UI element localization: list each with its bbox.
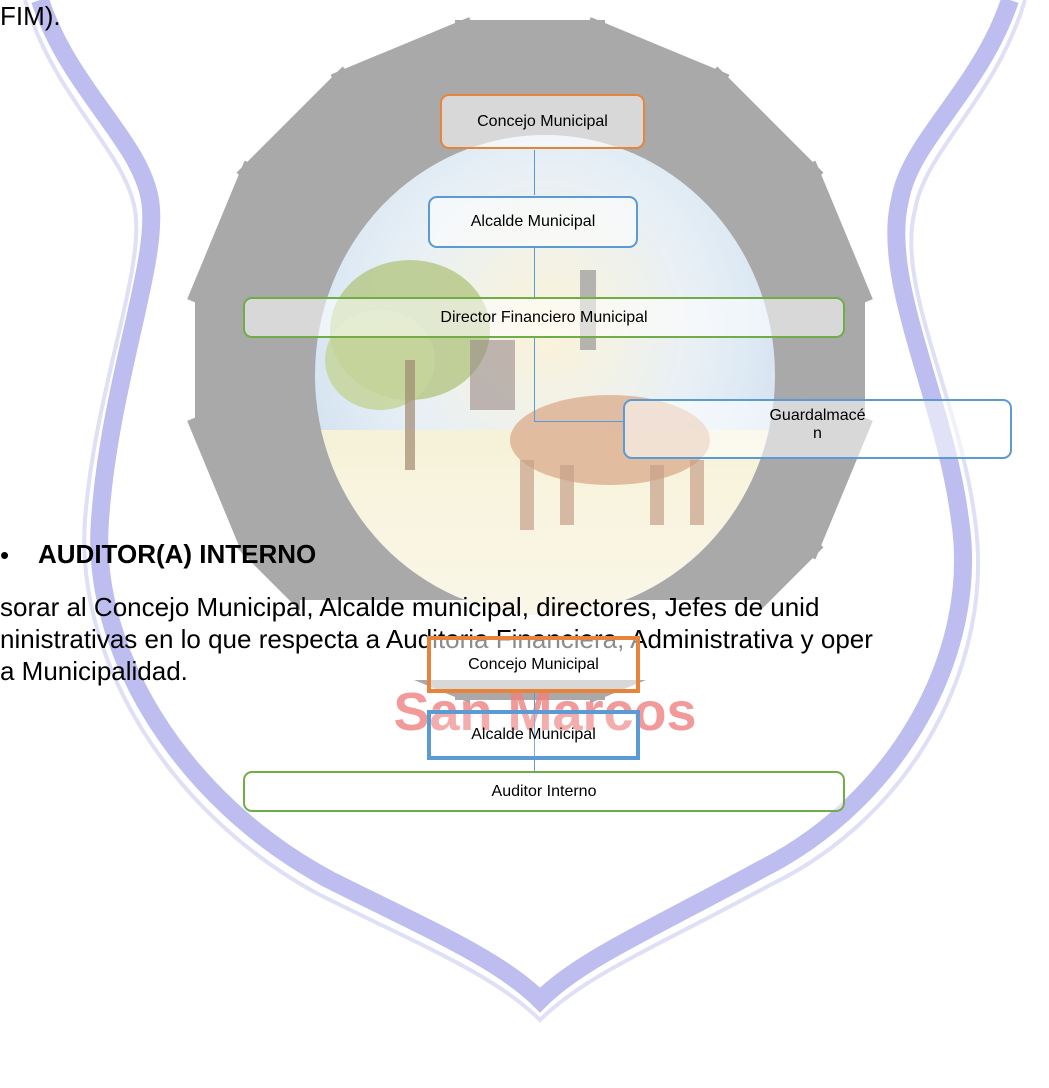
paragraph-line-1: sorar al Concejo Municipal, Alcalde muni… [0,592,820,622]
guardalmacen-box: Guardalmacé n [623,399,1012,459]
bullet: • [0,540,10,570]
section-heading: AUDITOR(A) INTERNO [38,539,317,569]
paragraph-line-3: a Municipalidad. [0,656,188,686]
shield-outline [31,0,1019,1013]
auditor-interno-box: Auditor Interno [243,771,845,812]
connector-line [534,421,624,422]
director-financiero-box: Director Financiero Municipal [243,297,845,338]
connector-line [534,247,535,297]
guardalmacen-label-line2: n [813,425,822,442]
alcalde-municipal-box: Alcalde Municipal [428,196,638,248]
connector-line [534,737,535,772]
connector-line [534,337,535,422]
concejo-municipal-box-2: Concejo Municipal [427,636,640,693]
connector-line [534,693,535,738]
alcalde-municipal-box-2: Alcalde Municipal [427,710,640,760]
guardalmacen-label-line1: Guardalmacé [769,407,866,424]
concejo-municipal-box: Concejo Municipal [440,94,645,149]
intro-fragment: FIM). [0,1,61,31]
connector-line [534,150,535,195]
